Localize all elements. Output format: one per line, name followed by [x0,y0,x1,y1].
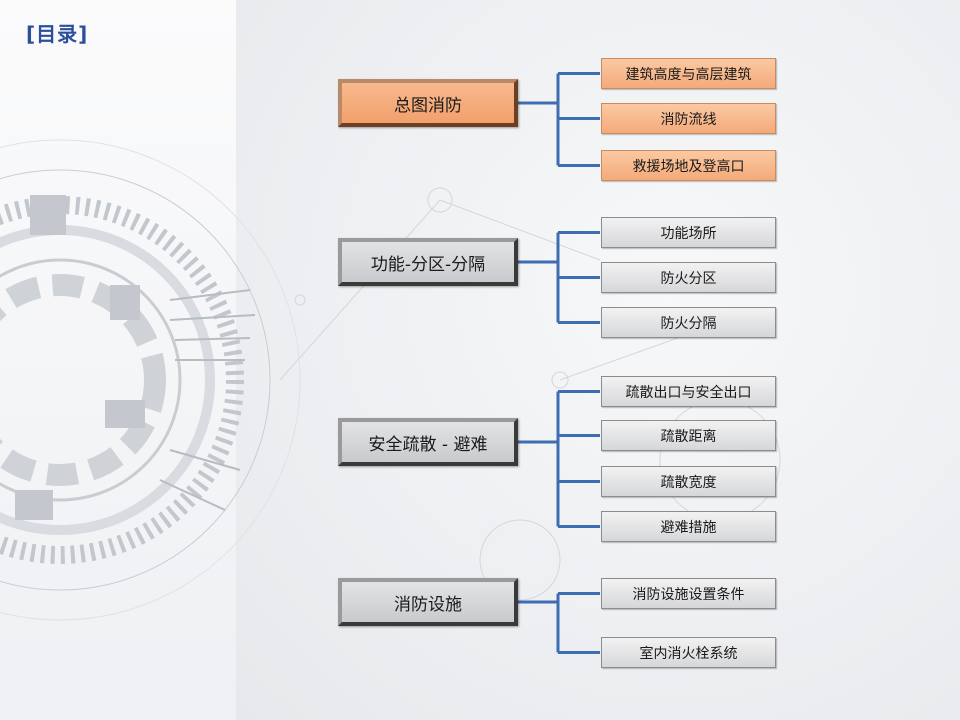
topic-label: 消防设施设置条件 [632,586,745,603]
topic-label: 功能场所 [660,225,717,242]
topic-box[interactable]: 防火分隔 [601,307,776,338]
topic-label: 疏散出口与安全出口 [625,384,752,401]
topic-label: 建筑高度与高层建筑 [625,66,752,83]
section-label: 总图消防 [394,95,462,116]
topic-label: 疏散距离 [660,428,717,445]
topic-label: 救援场地及登高口 [632,158,745,175]
section-box[interactable]: 安全疏散 - 避难 [338,418,518,466]
topic-label: 防火分区 [660,270,717,287]
topic-box[interactable]: 消防设施设置条件 [601,578,776,609]
section-label: 安全疏散 - 避难 [368,434,488,455]
topic-label: 避难措施 [660,519,717,536]
topic-label: 室内消火栓系统 [639,645,738,662]
topic-box[interactable]: 疏散出口与安全出口 [601,376,776,407]
section-box[interactable]: 总图消防 [338,79,518,127]
topic-label: 防火分隔 [660,315,717,332]
topic-box[interactable]: 救援场地及登高口 [601,150,776,181]
topic-box[interactable]: 功能场所 [601,217,776,248]
page-title: [目录] [26,22,89,46]
topic-label: 消防流线 [660,111,717,128]
section-box[interactable]: 消防设施 [338,578,518,626]
topic-box[interactable]: 防火分区 [601,262,776,293]
topic-label: 疏散宽度 [660,474,717,491]
section-label: 消防设施 [394,594,462,615]
section-box[interactable]: 功能-分区-分隔 [338,238,518,286]
topic-box[interactable]: 室内消火栓系统 [601,637,776,668]
topic-box[interactable]: 消防流线 [601,103,776,134]
topic-box[interactable]: 疏散距离 [601,420,776,451]
topic-box[interactable]: 疏散宽度 [601,466,776,497]
topic-box[interactable]: 建筑高度与高层建筑 [601,58,776,89]
section-label: 功能-分区-分隔 [370,254,486,275]
topic-box[interactable]: 避难措施 [601,511,776,542]
